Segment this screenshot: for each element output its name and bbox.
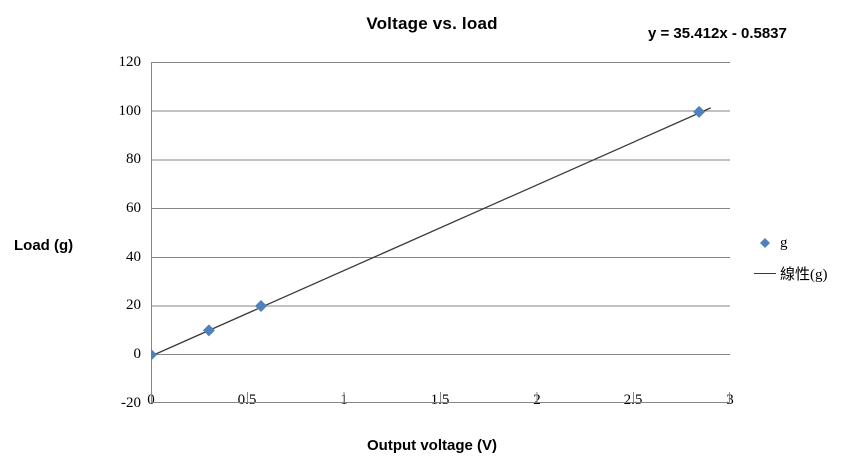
data-point <box>255 300 267 312</box>
trendline-equation-label: y = 35.412x - 0.5837 <box>648 25 787 42</box>
diamond-marker-icon <box>752 236 778 250</box>
y-tick-label-120: 120 <box>118 54 142 70</box>
chart-title: Voltage vs. load <box>366 14 498 33</box>
y-tick-label-60: 60 <box>126 200 141 216</box>
data-point-markers <box>151 105 706 361</box>
y-tick-label-40: 40 <box>126 249 141 265</box>
y-tick-label-80: 80 <box>126 151 141 167</box>
y-tick-label-100: 100 <box>118 103 142 119</box>
y-axis-title: Load (g) <box>14 237 74 254</box>
legend-item-g[interactable]: g <box>752 228 860 258</box>
legend-label-g: g <box>780 234 788 251</box>
chart-legend: g 線性(g) <box>752 228 860 288</box>
plot-area <box>151 62 730 403</box>
x-tick-label-3: 3 <box>726 392 734 408</box>
x-axis-title: Output voltage (V) <box>367 437 497 454</box>
trendline <box>151 107 711 357</box>
gridlines <box>151 62 730 403</box>
legend-item-trendline[interactable]: 線性(g) <box>752 258 860 288</box>
y-tick-label--20: -20 <box>121 395 141 411</box>
data-point <box>202 324 215 337</box>
y-tick-label-20: 20 <box>126 297 141 313</box>
data-point <box>151 348 157 361</box>
data-point <box>693 105 706 118</box>
legend-label-trendline: 線性(g) <box>780 266 828 283</box>
plot-svg <box>151 62 730 403</box>
y-tick-label-0: 0 <box>133 346 142 362</box>
axis-lines <box>151 62 730 403</box>
line-marker-icon <box>752 272 778 274</box>
